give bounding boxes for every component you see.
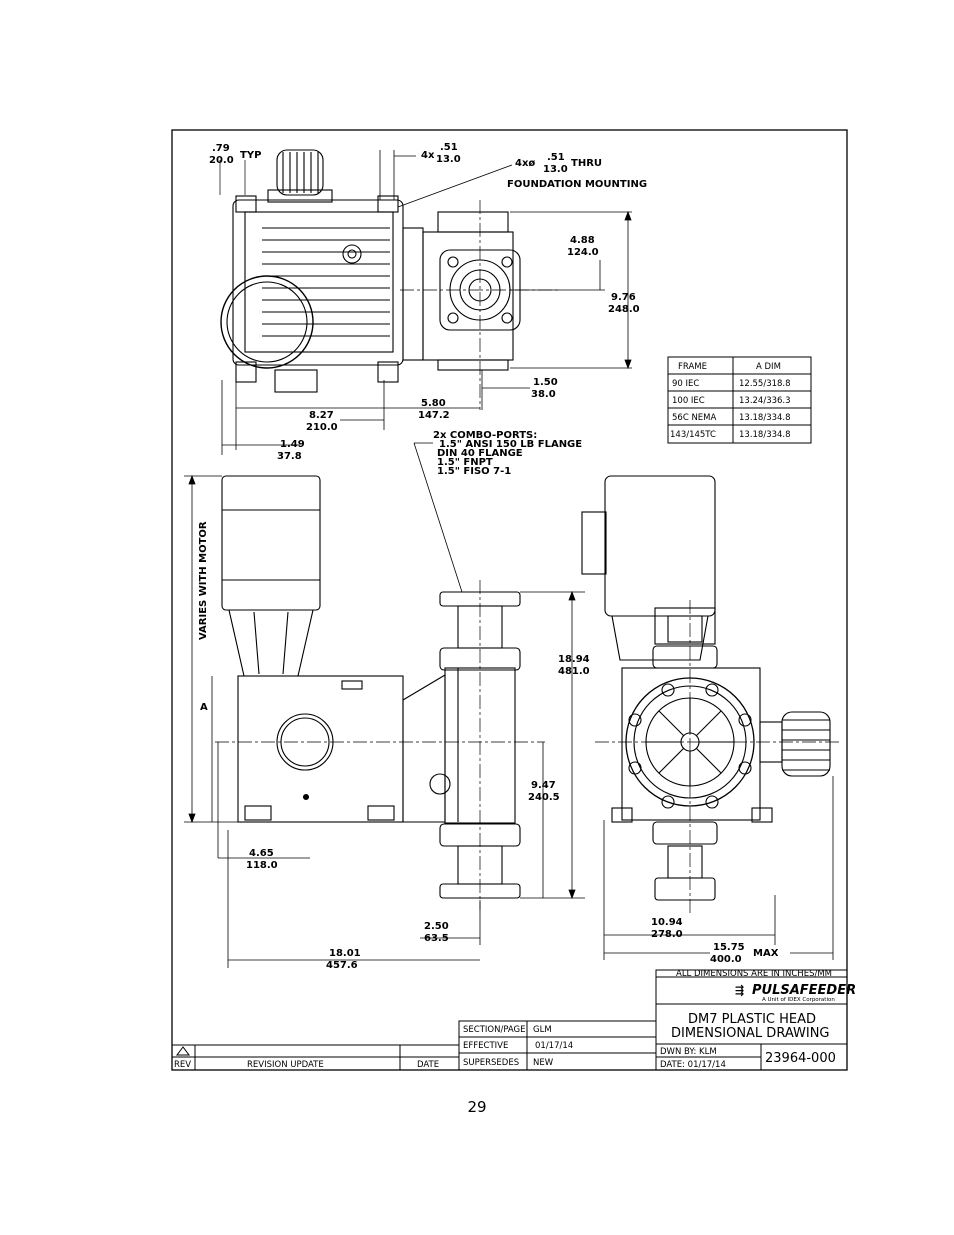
hole-prefix: 4xø	[515, 158, 535, 169]
a-dim-header: A DIM	[756, 362, 781, 372]
dim-580-mm: 147.2	[418, 410, 450, 421]
dim-150-mm: 38.0	[531, 389, 556, 400]
brand-arrow-icon: ⇶	[735, 984, 744, 997]
drawing-title-line2: DIMENSIONAL DRAWING	[671, 1026, 830, 1041]
slot-dim-in: .51	[440, 142, 458, 153]
page-number: 29	[467, 1098, 487, 1116]
combo-ports-line5: 1.5" FISO 7-1	[437, 466, 511, 477]
dim-827-in: 8.27	[309, 410, 334, 421]
typ-dim-mm: 20.0	[209, 155, 234, 166]
dim-827-mm: 210.0	[306, 422, 338, 433]
revision-update-label: REVISION UPDATE	[247, 1060, 324, 1070]
slot-dim-mm: 13.0	[436, 154, 461, 165]
dim-1094-in: 10.94	[651, 917, 683, 928]
combo-ports-line1: 2x COMBO-PORTS:	[433, 430, 537, 441]
revision-date-label: DATE	[417, 1060, 439, 1070]
dim-947-mm: 240.5	[528, 792, 560, 803]
dim-488-in: 4.88	[570, 235, 595, 246]
dim-150-in: 1.50	[533, 377, 558, 388]
top-dimension-lines	[221, 150, 632, 455]
dim-465-mm: 118.0	[246, 860, 278, 871]
a-dim-row-3: 13.18/334.8	[739, 413, 791, 423]
section-page-value: GLM	[533, 1025, 552, 1035]
dim-1894-in: 18.94	[558, 654, 590, 665]
dim-250-mm: 63.5	[424, 933, 449, 944]
hole-suffix: THRU	[571, 158, 602, 169]
dim-947-in: 9.47	[531, 780, 556, 791]
dim-149-mm: 37.8	[277, 451, 302, 462]
hole-dim-in: .51	[547, 152, 565, 163]
a-dim-label: A	[200, 702, 208, 713]
a-dim-row-2: 13.24/336.3	[739, 396, 791, 406]
hole-dim-mm: 13.0	[543, 164, 568, 175]
a-dim-row-1: 12.55/318.8	[739, 379, 791, 389]
typ-label: TYP	[240, 150, 261, 161]
brand-logo: PULSAFEEDER	[752, 983, 856, 998]
frame-row-3: 56C NEMA	[672, 413, 717, 423]
side-dimension-lines	[603, 776, 834, 960]
dim-1801-mm: 457.6	[326, 960, 358, 971]
drawing-date: DATE: 01/17/14	[660, 1060, 726, 1070]
effective-label: EFFECTIVE	[463, 1041, 508, 1051]
frame-row-4: 143/145TC	[670, 430, 716, 440]
frame-row-1: 90 IEC	[672, 379, 699, 389]
a-dim-row-4: 13.18/334.8	[739, 430, 791, 440]
drawing-title-line1: DM7 PLASTIC HEAD	[688, 1012, 816, 1027]
dim-1894-mm: 481.0	[558, 666, 590, 677]
effective-value: 01/17/14	[535, 1041, 573, 1051]
dim-250-in: 2.50	[424, 921, 449, 932]
combo-ports-line2: 1.5" ANSI 150 LB FLANGE	[439, 439, 582, 450]
side-view	[581, 475, 840, 915]
typ-dim-in: .79	[212, 143, 230, 154]
foundation-label: FOUNDATION MOUNTING	[507, 179, 647, 190]
supersedes-label: SUPERSEDES	[463, 1058, 519, 1068]
max-label: MAX	[753, 948, 779, 959]
dim-1094-mm: 278.0	[651, 929, 683, 940]
dim-1575-in: 15.75	[713, 942, 745, 953]
combo-ports-line3: DIN 40 FLANGE	[437, 448, 523, 459]
slot-prefix: 4x	[421, 150, 435, 161]
drawing-number: 23964-000	[765, 1051, 836, 1066]
title-block	[171, 969, 848, 1071]
top-view	[219, 149, 560, 410]
dim-1801-in: 18.01	[329, 948, 361, 959]
dim-488-mm: 124.0	[567, 247, 599, 258]
supersedes-value: NEW	[533, 1058, 554, 1068]
drawing-border	[171, 129, 848, 1071]
units-note: ALL DIMENSIONS ARE IN INCHES/MM	[676, 969, 832, 979]
front-dimension-lines	[184, 442, 585, 968]
dim-976-mm: 248.0	[608, 304, 640, 315]
dim-580-in: 5.80	[421, 398, 446, 409]
varies-with-motor: VARIES WITH MOTOR	[198, 521, 209, 640]
brand-subtitle: A Unit of IDEX Corporation	[762, 997, 835, 1003]
frame-header: FRAME	[678, 362, 707, 372]
frame-row-2: 100 IEC	[672, 396, 705, 406]
frame-table	[667, 356, 812, 444]
dim-465-in: 4.65	[249, 848, 274, 859]
dim-1575-mm: 400.0	[710, 954, 742, 965]
rev-label: REV	[174, 1060, 191, 1070]
dim-976-in: 9.76	[611, 292, 636, 303]
front-view	[215, 475, 545, 910]
dim-149-in: 1.49	[280, 439, 305, 450]
drawn-by: DWN BY: KLM	[660, 1047, 717, 1057]
section-page-label: SECTION/PAGE	[463, 1025, 526, 1035]
combo-ports-line4: 1.5" FNPT	[437, 457, 493, 468]
